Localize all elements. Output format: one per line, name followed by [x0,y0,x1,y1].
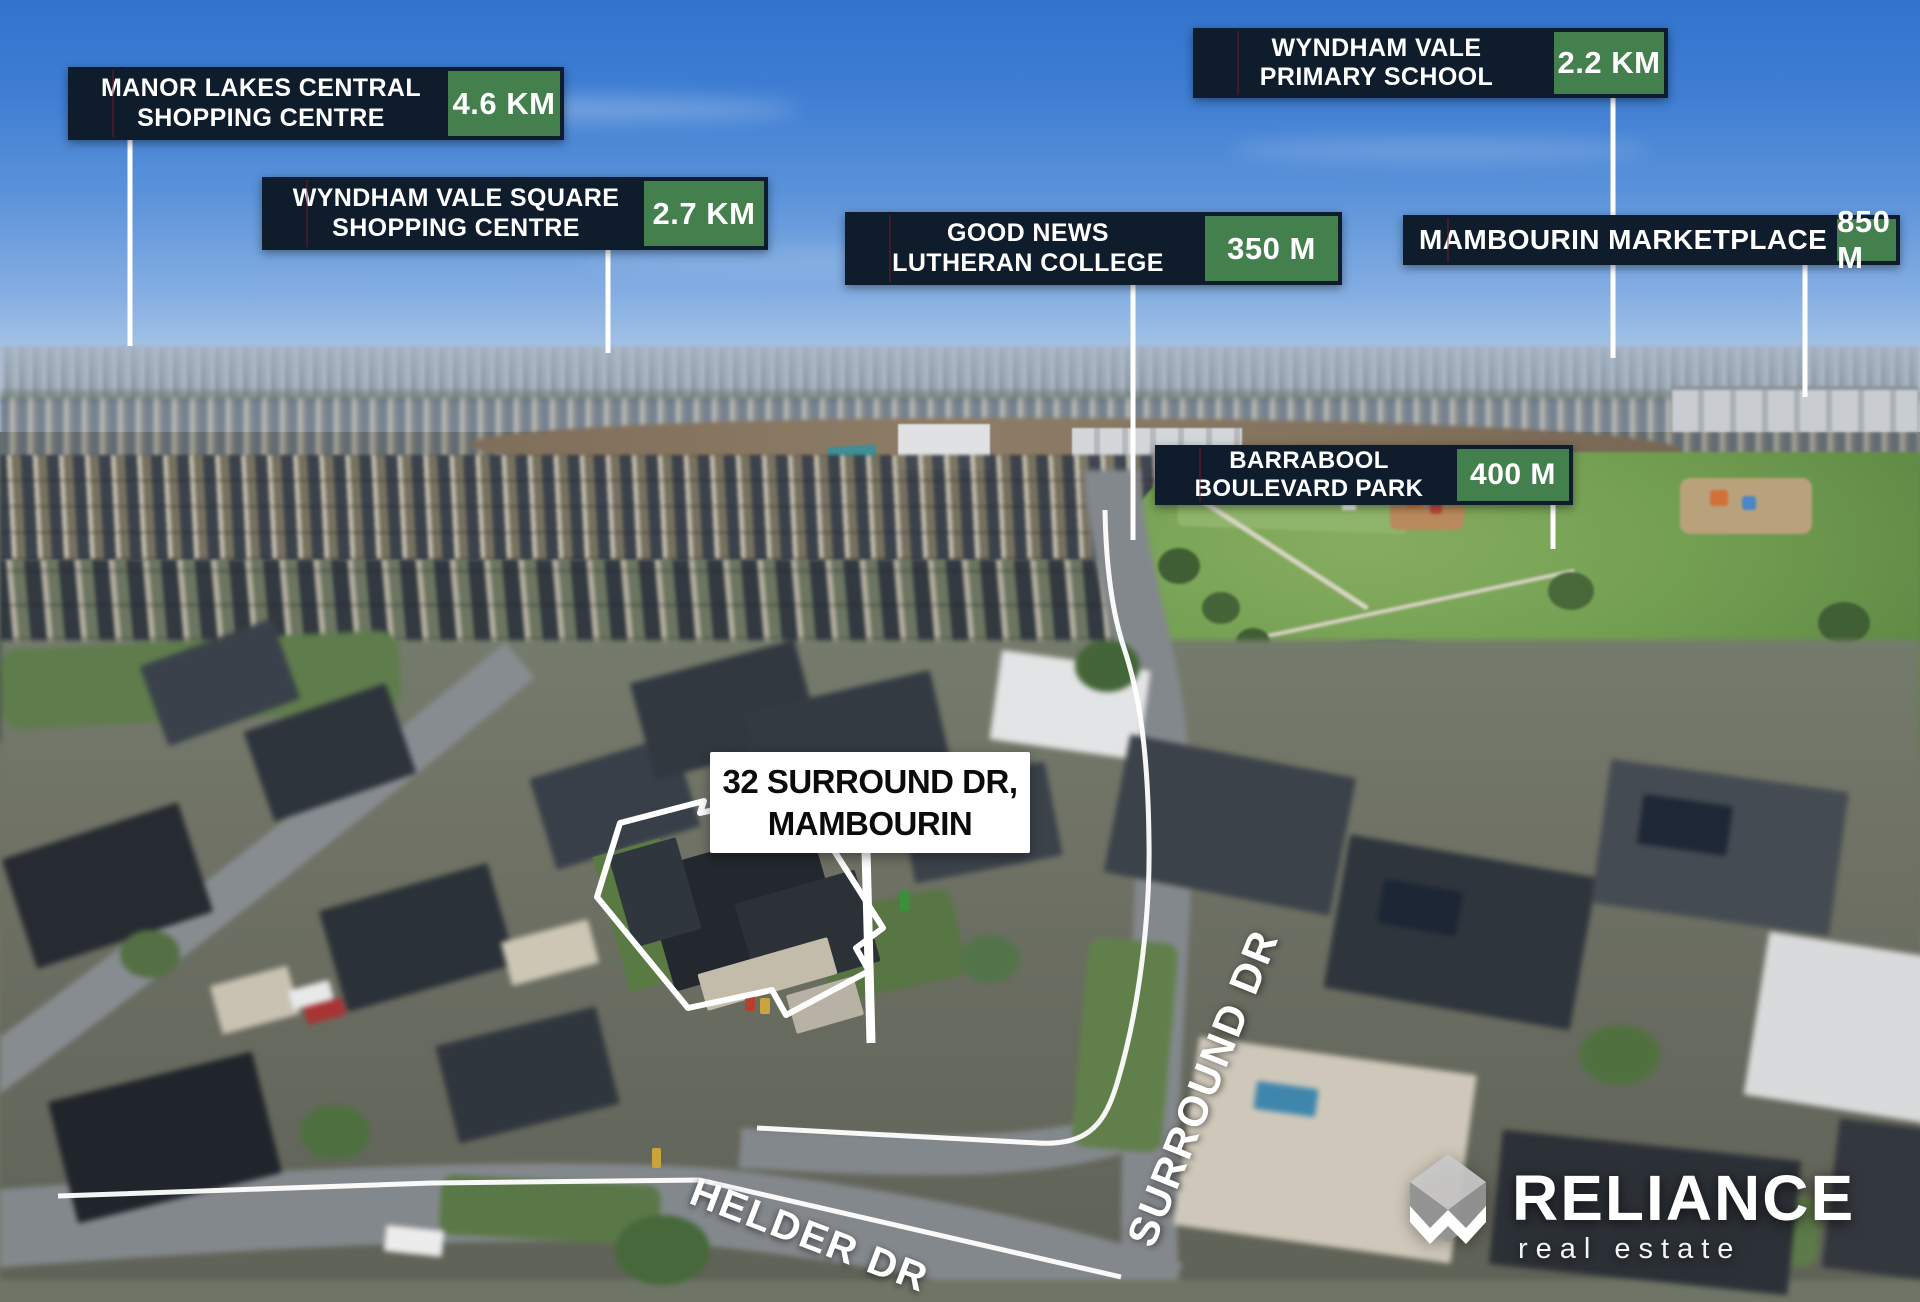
wheelie-bin [745,995,755,1011]
playground-equipment [1710,490,1728,506]
soccer-goal [1342,504,1356,510]
callout-barrabool-boulevard-park: BARRABOOL BOULEVARD PARK 400 M [1155,445,1573,505]
tree [120,930,180,978]
callout-line1: GOOD NEWS [947,219,1109,248]
wheelie-bin [760,998,770,1014]
callout-line1: MANOR LAKES CENTRAL [100,74,422,103]
road-left-street [0,642,535,1094]
callout-line1: BARRABOOL [1229,446,1389,474]
tree [1548,572,1594,610]
callout-line2: BOULEVARD PARK [1194,475,1424,502]
callout-wyndham-vale-square: WYNDHAM VALE SQUARE SHOPPING CENTRE 2.7 … [262,177,768,250]
playground-equipment [1742,496,1756,510]
callout-title: GOOD NEWS LUTHERAN COLLEGE [845,212,1205,285]
house-icon-chevron [1410,1206,1486,1244]
distance-badge: 350 M [1205,216,1338,281]
callout-line2: PRIMARY SCHOOL [1259,63,1494,91]
cloud [1230,140,1650,160]
address-label: 32 SURROUND DR, MAMBOURIN [710,752,1030,853]
callout-line2: LUTHERAN COLLEGE [892,248,1164,277]
callout-title: MAMBOURIN MARKETPLACE [1403,215,1837,265]
distance-badge: 400 M [1457,449,1569,501]
distance-badge: 850 M [1837,204,1896,275]
callout-line1: WYNDHAM VALE [1271,33,1482,62]
callout-title: WYNDHAM VALE PRIMARY SCHOOL [1193,28,1554,98]
callout-title: BARRABOOL BOULEVARD PARK [1155,445,1457,505]
callout-line1: WYNDHAM VALE SQUARE [292,184,620,213]
tree [1818,602,1870,644]
wheelie-bin [900,890,909,911]
callout-line2: SHOPPING CENTRE [332,213,580,242]
reliance-logo: RELIANCE real estate [1400,1145,1870,1275]
callout-line2: SHOPPING CENTRE [137,103,385,132]
callout-title: WYNDHAM VALE SQUARE SHOPPING CENTRE [262,177,644,250]
tree [1202,592,1240,624]
callout-line1: MAMBOURIN MARKETPLACE [1419,223,1828,255]
address-line1: 32 SURROUND DR, [722,762,1018,800]
playground-equipment [1430,502,1442,514]
tree [300,1105,370,1160]
callout-manor-lakes-shopping-centre: MANOR LAKES CENTRAL SHOPPING CENTRE 4.6 … [68,67,564,140]
distance-badge: 4.6 KM [448,71,560,136]
wheelie-bin [652,1148,661,1168]
distance-badge: 2.2 KM [1554,32,1664,94]
marketplace-buildings [1672,390,1918,432]
reliance-house-icon [1410,1154,1486,1244]
distance-badge: 2.7 KM [644,181,764,246]
callout-title: MANOR LAKES CENTRAL SHOPPING CENTRE [68,67,448,140]
brand-name: RELIANCE [1512,1162,1856,1234]
brand-tagline: real estate [1518,1233,1742,1265]
tree [1158,548,1200,584]
callout-wyndham-vale-primary-school: WYNDHAM VALE PRIMARY SCHOOL 2.2 KM [1193,28,1668,98]
tree [1580,1025,1660,1085]
callout-good-news-lutheran-college: GOOD NEWS LUTHERAN COLLEGE 350 M [845,212,1342,285]
address-line2: MAMBOURIN [767,804,973,842]
callout-mambourin-marketplace: MAMBOURIN MARKETPLACE 850 M [1403,204,1900,275]
